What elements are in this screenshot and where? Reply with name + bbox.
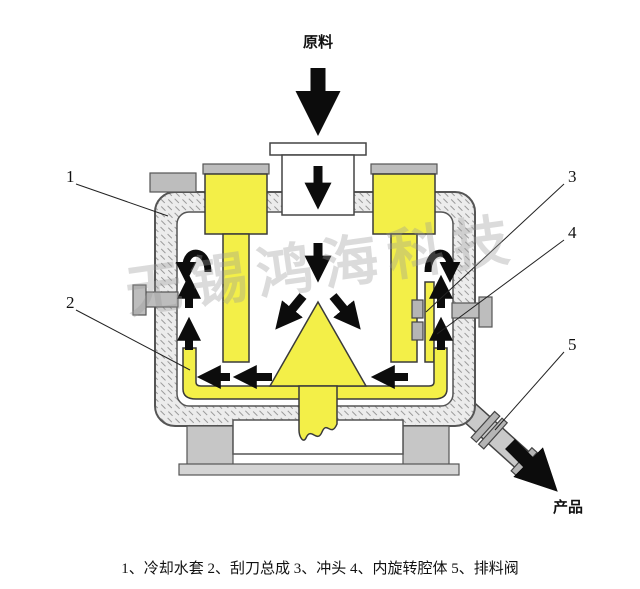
- feed-label: 原料: [303, 33, 333, 51]
- top-left-nozzle: [149, 172, 197, 193]
- right-leg: [402, 425, 450, 467]
- right-nozzle-stem: [451, 302, 480, 319]
- callout-number-4: 4: [568, 223, 577, 242]
- left-scraper-body: [204, 173, 268, 235]
- left-scraper-cap: [202, 163, 270, 175]
- callout-line-3: [425, 183, 565, 313]
- feed-inlet-flange: [269, 142, 367, 156]
- left-nozzle-flange: [132, 284, 147, 316]
- left-turn-arrow: [175, 249, 212, 283]
- drive-shaft: [298, 385, 338, 441]
- punch-bracket: [411, 321, 424, 341]
- product-arrow: [505, 439, 558, 492]
- right-scraper-body: [372, 173, 436, 235]
- right-scraper-blade: [390, 233, 418, 363]
- product-label: 产品: [553, 498, 583, 516]
- left-leg: [186, 425, 234, 467]
- callout-number-1: 1: [66, 167, 75, 186]
- callout-number-2: 2: [66, 293, 75, 312]
- punch-strip: [424, 281, 435, 363]
- punch-bracket: [411, 299, 424, 319]
- base-plate: [178, 463, 460, 476]
- right-nozzle-flange: [478, 296, 493, 328]
- diagonal-left-arrow: [275, 293, 307, 330]
- right-turn-arrow: [424, 249, 461, 283]
- callout-line-4: [436, 239, 565, 335]
- diagonal-right-arrow: [329, 293, 361, 330]
- callout-line-5: [494, 351, 565, 431]
- legend-caption: 1、冷却水套 2、刮刀总成 3、冲头 4、内旋转腔体 5、排料阀: [121, 560, 519, 577]
- callout-number-3: 3: [568, 167, 577, 186]
- callout-number-5: 5: [568, 335, 577, 354]
- callout-line-2: [75, 309, 191, 371]
- callout-lines: [75, 183, 565, 431]
- flow-arrows: [175, 68, 558, 492]
- left-scraper-blade: [222, 233, 250, 363]
- right-scraper-cap: [370, 163, 438, 175]
- callout-line-1: [75, 183, 169, 217]
- discharge-valve-flange: [477, 417, 509, 450]
- discharge-valve-flange: [470, 410, 501, 444]
